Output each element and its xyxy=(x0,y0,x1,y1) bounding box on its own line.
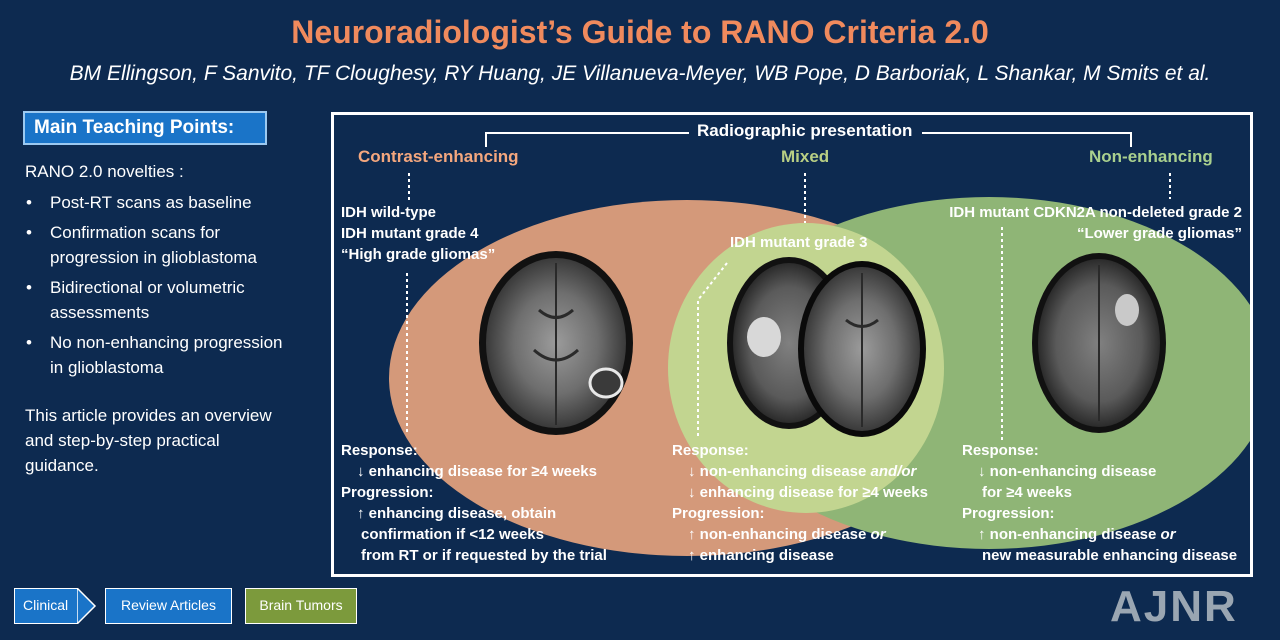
progression-text: ↑ non-enhancing disease xyxy=(688,526,871,543)
bullet-icon: • xyxy=(26,223,32,242)
heading-bracket xyxy=(485,132,1132,147)
response-text: ↓ non-enhancing disease xyxy=(978,463,1157,480)
progression-text: ↑ non-enhancing disease xyxy=(978,526,1161,543)
bullet-text: No non-enhancing progression xyxy=(50,333,283,352)
category-mixed: Mixed xyxy=(781,147,830,166)
left-tumor-types: IDH wild-type IDH mutant grade 4 “High g… xyxy=(341,202,495,265)
main-teaching-points-label: Main Teaching Points: xyxy=(23,111,267,145)
progression-text-emphasis: or xyxy=(870,526,886,543)
progression-text: from RT or if requested by the trial xyxy=(361,547,607,564)
right-criteria: Response: ↓ non-enhancing disease for ≥4… xyxy=(962,440,1237,566)
overview-line: and step-by-step practical xyxy=(25,431,220,450)
list-item: • Bidirectional or volumetric assessments xyxy=(25,275,310,325)
page-title: Neuroradiologist’s Guide to RANO Criteri… xyxy=(291,14,989,50)
list-item: • Post-RT scans as baseline xyxy=(25,190,310,215)
tumor-type: “Lower grade gliomas” xyxy=(1076,225,1242,242)
bullet-text: Confirmation scans for xyxy=(50,223,221,242)
venn-diagram xyxy=(389,132,1250,556)
overview-line: This article provides an overview xyxy=(25,406,272,425)
progression-text: confirmation if <12 weeks xyxy=(361,526,544,543)
response-label: Response: xyxy=(341,442,418,459)
response-label: Response: xyxy=(672,442,749,459)
author-list: BM Ellingson, F Sanvito, TF Cloughesy, R… xyxy=(69,62,1211,85)
bullet-icon: • xyxy=(26,333,32,352)
bullet-text: in glioblastoma xyxy=(50,358,164,377)
panel-heading: Radiographic presentation xyxy=(694,120,916,141)
dotted-connector xyxy=(697,262,728,437)
progression-label: Progression: xyxy=(341,484,434,501)
rano-diagram-panel: Radiographic presentation Contrast-enhan… xyxy=(331,112,1253,577)
bullet-icon: • xyxy=(26,193,32,212)
brain-scan-mixed-image-2 xyxy=(798,261,926,437)
list-item: • No non-enhancing progression in glioblas… xyxy=(25,330,310,380)
response-text: ↓ enhancing disease for ≥4 weeks xyxy=(357,463,597,480)
arrow-right-icon xyxy=(77,588,97,624)
middle-criteria: Response: ↓ non-enhancing disease and/or… xyxy=(672,440,928,566)
progression-text: ↑ enhancing disease xyxy=(688,547,834,564)
progression-label: Progression: xyxy=(962,505,1055,522)
tumor-type: IDH wild-type xyxy=(341,204,437,221)
bullet-text: Bidirectional or volumetric xyxy=(50,278,245,297)
response-text-emphasis: and/or xyxy=(870,463,917,480)
progression-label: Progression: xyxy=(672,505,765,522)
middle-tumor-type: IDH mutant grade 3 xyxy=(730,234,868,251)
ajnr-logo: AJNR xyxy=(1110,582,1238,631)
right-tumor-types: IDH mutant CDKN2A non-deleted grade 2 “L… xyxy=(949,202,1242,244)
bullet-text: assessments xyxy=(50,303,150,322)
response-text: ↓ non-enhancing disease xyxy=(688,463,871,480)
review-articles-tag-button[interactable]: Review Articles xyxy=(105,588,232,624)
response-text: ↓ enhancing disease for ≥4 weeks xyxy=(688,484,928,501)
category-contrast-enhancing: Contrast-enhancing xyxy=(358,147,519,166)
left-criteria: Response: ↓ enhancing disease for ≥4 wee… xyxy=(341,440,607,566)
novelties-heading: RANO 2.0 novelties : xyxy=(25,162,184,181)
novelty-list: • Post-RT scans as baseline • Confirmation… xyxy=(25,190,310,385)
bullet-icon: • xyxy=(26,278,32,297)
tumor-type: IDH mutant CDKN2A non-deleted grade 2 xyxy=(949,204,1242,221)
bullet-text: progression in glioblastoma xyxy=(50,248,257,267)
brain-scan-non-enhancing-image xyxy=(1032,253,1166,433)
overview-line: guidance. xyxy=(25,456,99,475)
brain-scan-contrast-image xyxy=(479,251,633,435)
response-text: for ≥4 weeks xyxy=(982,484,1072,501)
tumor-type: IDH mutant grade 4 xyxy=(341,225,479,242)
clinical-tag-button[interactable]: Clinical xyxy=(14,588,78,624)
tumor-type: “High grade gliomas” xyxy=(341,246,496,263)
brain-tumors-tag-button[interactable]: Brain Tumors xyxy=(245,588,357,624)
response-label: Response: xyxy=(962,442,1039,459)
list-item: • Confirmation scans for progression in gl… xyxy=(25,220,310,270)
category-non-enhancing: Non-enhancing xyxy=(1089,147,1213,166)
progression-text: new measurable enhancing disease xyxy=(982,547,1238,564)
bullet-text: Post-RT scans as baseline xyxy=(50,193,252,212)
overview-text: This article provides an overview and st… xyxy=(25,403,315,478)
progression-text: ↑ enhancing disease, obtain xyxy=(357,505,557,522)
progression-text-emphasis: or xyxy=(1160,526,1176,543)
